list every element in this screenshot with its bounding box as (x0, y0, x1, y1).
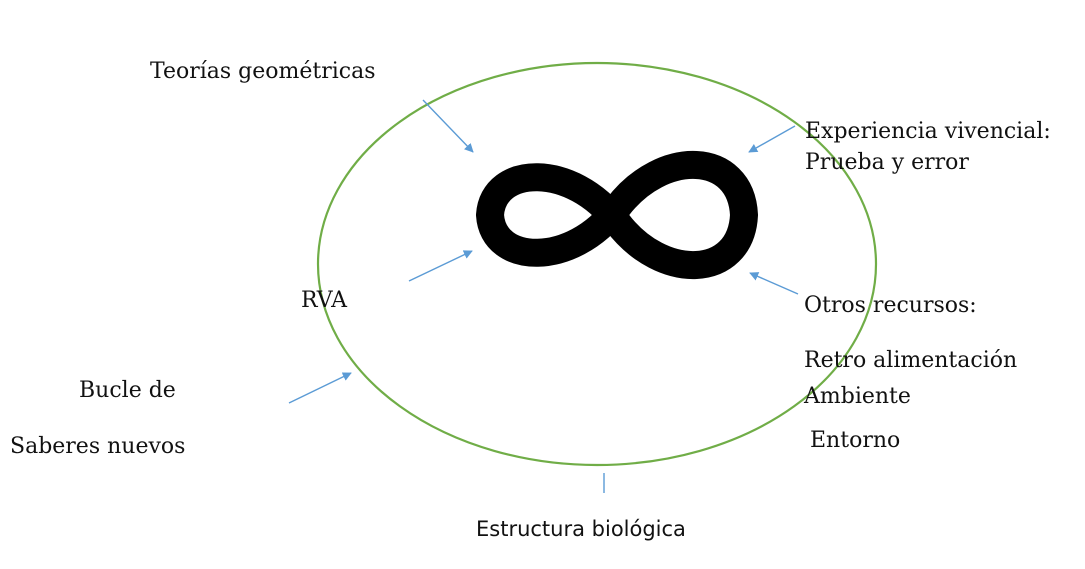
infinity-symbol-icon (476, 150, 758, 280)
label-saberes-nuevos: Saberes nuevos (10, 434, 186, 459)
arrow-bucle (288, 372, 352, 404)
label-experiencia-vivencial: Experiencia vivencial: (805, 119, 1051, 144)
label-teorias-geometricas: Teorías geométricas (150, 59, 376, 84)
arrow-rva (408, 250, 473, 282)
arrow-teorias (422, 99, 474, 153)
arrow-otros (749, 272, 799, 295)
arrow-experiencia (748, 125, 796, 153)
label-entorno: Entorno (810, 428, 901, 453)
label-ambiente: Ambiente (804, 384, 911, 409)
label-estructura-biologica: Estructura biológica (476, 517, 686, 541)
label-prueba-y-error: Prueba y error (805, 150, 969, 175)
outer-ellipse (316, 61, 878, 467)
label-bucle-de: Bucle de (79, 378, 176, 403)
label-otros-recursos: Otros recursos: (804, 293, 977, 318)
label-retro-alimentacion: Retro alimentación (804, 348, 1018, 373)
label-rva: RVA (301, 288, 348, 313)
